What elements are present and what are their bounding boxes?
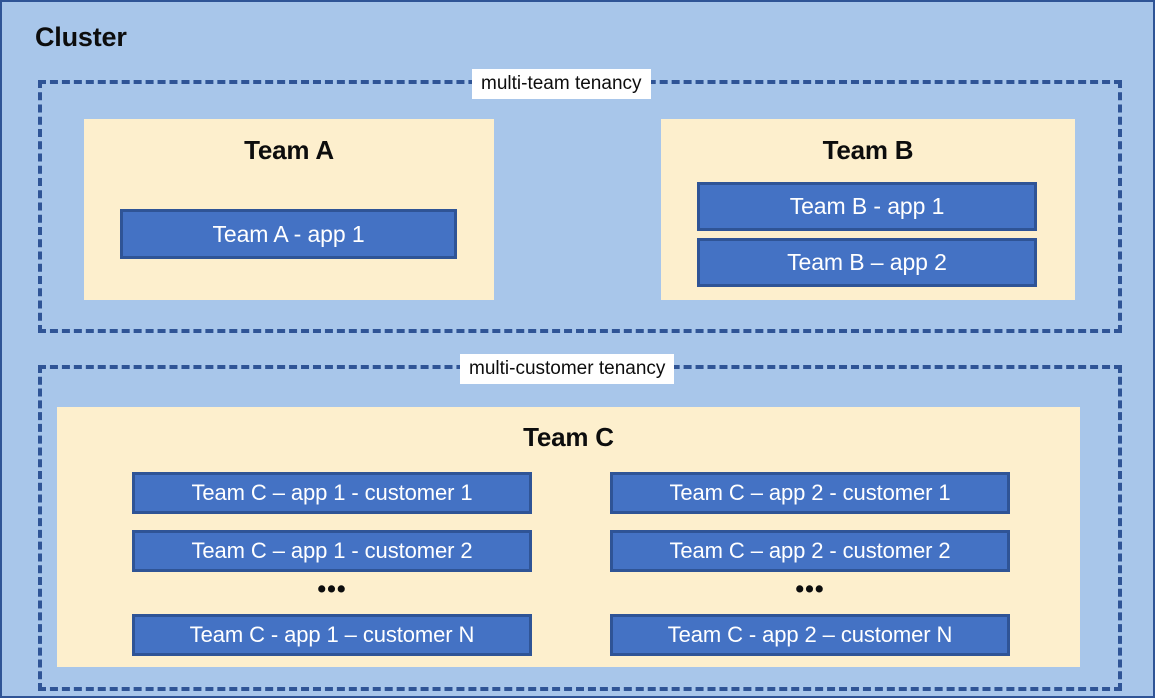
- team-title-team-b: Team B: [822, 135, 914, 165]
- team-box-team-a: Team A Team A - app 1: [84, 119, 494, 300]
- app-box-team-b-app-1[interactable]: Team B - app 1: [697, 182, 1037, 231]
- app-box-team-c-app-2-customer-1[interactable]: Team C – app 2 - customer 1: [610, 472, 1010, 514]
- app-box-team-a-app-1[interactable]: Team A - app 1: [120, 209, 457, 259]
- team-box-team-b: Team B Team B - app 1 Team B – app 2: [661, 119, 1075, 300]
- tenancy-zone-label-multi-customer: multi-customer tenancy: [460, 354, 675, 384]
- team-title-team-c: Team C: [523, 422, 614, 452]
- cluster-title: Cluster: [35, 22, 127, 52]
- ellipsis-team-c-app-2: •••: [795, 575, 825, 603]
- app-box-team-b-app-2[interactable]: Team B – app 2: [697, 238, 1037, 287]
- ellipsis-team-c-app-1: •••: [317, 575, 347, 603]
- tenancy-zone-label-multi-team: multi-team tenancy: [472, 69, 651, 99]
- team-box-team-c: Team C Team C – app 1 - customer 1 Team …: [57, 407, 1080, 667]
- app-box-team-c-app-1-customer-2[interactable]: Team C – app 1 - customer 2: [132, 530, 532, 572]
- app-box-team-c-app-1-customer-1[interactable]: Team C – app 1 - customer 1: [132, 472, 532, 514]
- app-box-team-c-app-1-customer-n[interactable]: Team C - app 1 – customer N: [132, 614, 532, 656]
- app-box-team-c-app-2-customer-2[interactable]: Team C – app 2 - customer 2: [610, 530, 1010, 572]
- app-box-team-c-app-2-customer-n[interactable]: Team C - app 2 – customer N: [610, 614, 1010, 656]
- team-title-team-a: Team A: [244, 135, 334, 165]
- tenancy-zone-multi-customer: multi-customer tenancy: [38, 354, 1122, 691]
- tenancy-zone-multi-team: multi-team tenancy: [38, 69, 1122, 333]
